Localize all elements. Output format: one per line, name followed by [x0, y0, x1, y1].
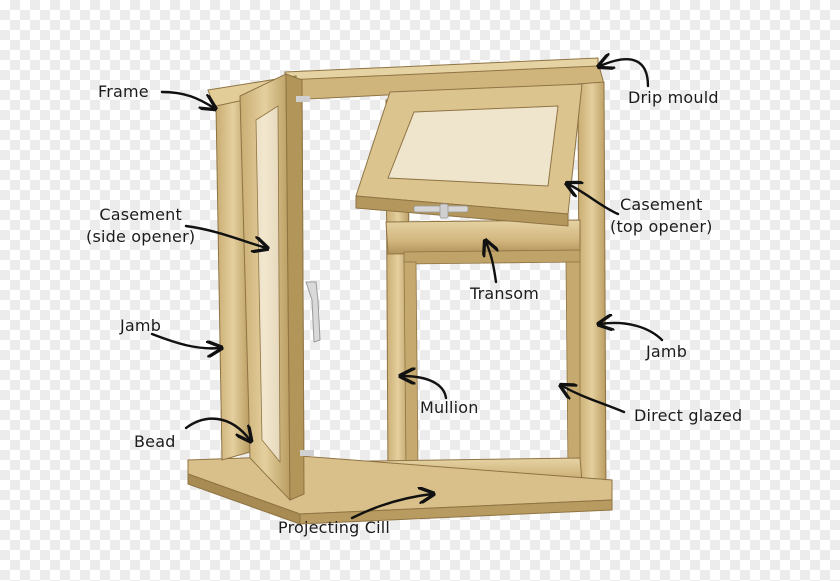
label-jamb-right: Jamb — [646, 342, 688, 361]
label-jamb-left: Jamb — [120, 316, 162, 335]
label-casement-side: Casement (side opener) — [86, 204, 195, 248]
label-frame: Frame — [98, 82, 149, 101]
side-opener-casement — [207, 73, 321, 502]
label-direct-glazed: Direct glazed — [634, 406, 743, 425]
arrow-jamb-left — [150, 332, 220, 348]
label-casement-side-line2: (side opener) — [86, 227, 196, 246]
arrow-projecting-cill — [350, 494, 432, 520]
label-transom: Transom — [470, 284, 540, 303]
label-drip-mould: Drip mould — [628, 88, 719, 107]
arrow-casement-side — [184, 224, 266, 248]
label-casement-top-line2: (top opener) — [610, 217, 713, 236]
label-projecting-cill: Projecting Cill — [278, 518, 391, 537]
arrow-direct-glazed — [562, 386, 626, 414]
label-casement-top-line1: Casement — [619, 195, 703, 214]
arrow-mullion — [402, 376, 448, 400]
arrow-casement-top — [568, 184, 620, 216]
pointer-arrows — [150, 59, 664, 520]
label-mullion: Mullion — [420, 398, 479, 417]
label-casement-side-line1: Casement — [99, 205, 182, 224]
arrow-frame — [160, 90, 214, 108]
label-casement-top: Casement (top opener) — [610, 194, 713, 238]
arrow-jamb-right — [600, 323, 664, 342]
arrow-bead — [184, 417, 250, 440]
arrow-transom — [486, 242, 496, 284]
label-bead: Bead — [134, 432, 176, 451]
top-opener-casement — [355, 83, 583, 227]
arrow-drip-mould — [600, 59, 650, 88]
